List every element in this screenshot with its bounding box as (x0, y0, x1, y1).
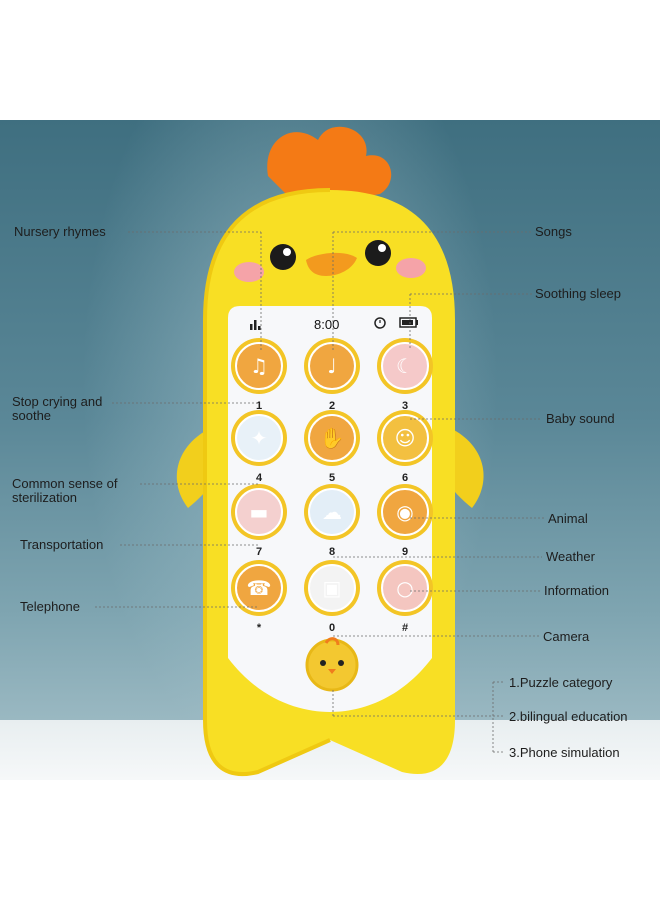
camera-icon: ▣ (323, 576, 342, 600)
key-4[interactable]: ✦4 (231, 410, 287, 484)
hand-wave-icon: ✋ (320, 426, 345, 450)
key-number-label: 1 (256, 400, 262, 412)
label-weather: Weather (546, 549, 595, 564)
key-number-label: 8 (329, 546, 335, 558)
key-9[interactable]: ◉9 (377, 484, 433, 558)
music-note-icon: ♫ (250, 354, 268, 378)
beak (306, 252, 357, 276)
key-number-label: 2 (329, 400, 335, 412)
chat-bubble-icon: ○ (396, 576, 413, 600)
piano-icon: ♩ (327, 354, 336, 378)
chick-face-icon (320, 637, 344, 674)
mode-puzzle-category: 1.Puzzle category (509, 675, 613, 690)
left-eye (270, 244, 296, 270)
label-stop-crying: Stop crying and soothe (12, 394, 103, 423)
baby-face-icon: ☺ (395, 426, 416, 450)
right-cheek (396, 258, 426, 278)
cloud-sun-icon: ☁ (322, 500, 342, 524)
key-number-label: 5 (329, 472, 335, 484)
key-number-label: * (257, 622, 262, 634)
right-eye (365, 240, 391, 266)
label-transportation: Transportation (20, 537, 104, 552)
key-2[interactable]: ♩2 (304, 338, 360, 412)
alarm-clock-icon (374, 317, 386, 329)
battery-icon (399, 317, 418, 328)
key-star[interactable]: ☎* (231, 560, 287, 634)
key-0[interactable]: ▣0 (304, 560, 360, 634)
bear-icon: ◉ (396, 500, 413, 524)
home-button[interactable] (305, 637, 359, 692)
label-songs: Songs (535, 224, 572, 239)
baby-mobile-icon: ✦ (251, 426, 268, 450)
mode-bilingual-education: 2.bilingual education (509, 709, 628, 724)
key-hash[interactable]: ○# (377, 560, 433, 634)
key-number-label: 3 (402, 400, 408, 412)
phone-handset-icon: ☎ (247, 576, 272, 600)
label-soothing-sleep: Soothing sleep (535, 286, 622, 301)
label-baby-sound: Baby sound (546, 411, 615, 426)
key-number-label: 6 (402, 472, 408, 484)
left-cheek (234, 262, 264, 282)
key-8[interactable]: ☁8 (304, 484, 360, 558)
label-animal: Animal (548, 511, 588, 526)
label-nursery-rhymes: Nursery rhymes (14, 224, 106, 239)
key-number-label: # (402, 622, 408, 634)
chick-comb (267, 126, 392, 208)
leader-lines (95, 231, 545, 753)
key-number-label: 0 (329, 622, 335, 634)
label-information: Information (544, 583, 610, 598)
car-icon: ▬ (250, 500, 269, 524)
keypad: ♫1♩2☾3✦4✋5☺6▬7☁8◉9☎*▣0○# (231, 338, 433, 634)
status-time: 8:00 (314, 317, 339, 332)
key-number-label: 4 (256, 472, 263, 484)
signal-icon (250, 320, 261, 330)
key-1[interactable]: ♫1 (231, 338, 287, 412)
key-number-label: 9 (402, 546, 408, 558)
key-7[interactable]: ▬7 (231, 484, 287, 558)
label-telephone: Telephone (20, 599, 80, 614)
label-common-sense: Common sense of sterilization (12, 476, 118, 505)
sleeping-baby-icon: ☾ (396, 354, 414, 378)
key-number-label: 7 (256, 546, 262, 558)
mode-phone-simulation: 3.Phone simulation (509, 745, 620, 760)
key-5[interactable]: ✋5 (304, 410, 360, 484)
label-camera: Camera (543, 629, 590, 644)
key-3[interactable]: ☾3 (377, 338, 433, 412)
key-6[interactable]: ☺6 (377, 410, 433, 484)
